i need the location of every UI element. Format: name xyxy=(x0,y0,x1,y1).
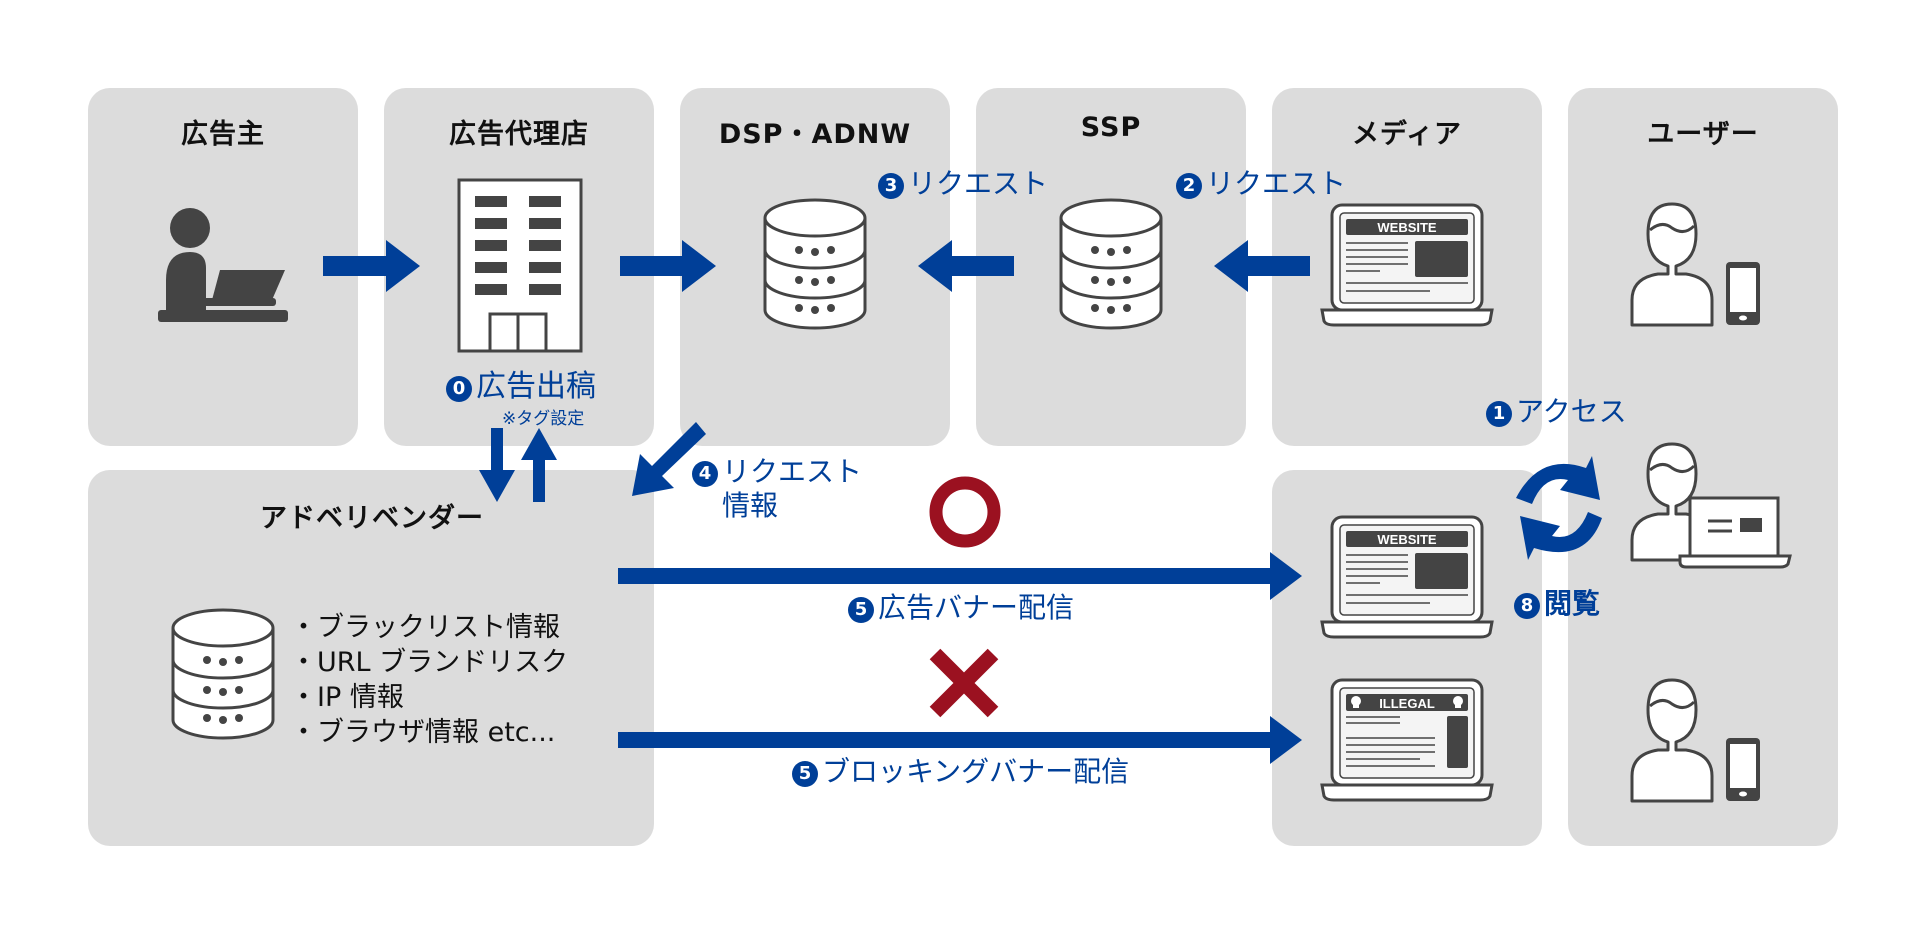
vendor-list-item: ・ブラックリスト情報 xyxy=(290,612,560,643)
arrow-vendor-to-agency xyxy=(521,428,557,502)
arrow-ad-banner-delivery xyxy=(618,552,1302,600)
person-at-laptop-icon xyxy=(158,208,288,322)
database-icon xyxy=(763,198,867,330)
refresh-cycle-icon xyxy=(1516,456,1602,560)
step-text: ブロッキングバナー配信 xyxy=(822,755,1130,788)
step-number-badge: 0 xyxy=(446,376,472,402)
step-4-label-line2: 情報 xyxy=(722,489,779,522)
vendor-list-item: ・URL ブランドリスク xyxy=(290,647,569,678)
office-building-icon xyxy=(457,178,583,353)
step-text: リクエスト xyxy=(1206,167,1347,200)
laptop-illegal-icon: ILLEGAL xyxy=(1320,678,1494,802)
skull-icon xyxy=(1453,696,1463,708)
step-number-badge: 5 xyxy=(848,597,874,623)
user-with-phone-icon xyxy=(1630,678,1760,803)
illegal-label: ILLEGAL xyxy=(1379,696,1435,711)
step-number-badge: 2 xyxy=(1176,173,1202,199)
ok-mark-icon xyxy=(929,476,1001,548)
user-with-phone-icon xyxy=(1630,202,1760,327)
vendor-list-item: ・IP 情報 xyxy=(290,682,404,713)
panel-agency: 広告代理店 xyxy=(384,88,654,446)
step-number-badge: 5 xyxy=(792,761,818,787)
step-text: 広告出稿 xyxy=(476,369,596,404)
panel-advertiser: 広告主 xyxy=(88,88,358,446)
arrow-advertiser-to-agency xyxy=(323,240,420,292)
arrow-ssp-to-dsp xyxy=(918,240,1014,292)
database-icon xyxy=(171,608,275,740)
step-number-badge: 1 xyxy=(1486,401,1512,427)
step-number-badge: 4 xyxy=(692,461,718,487)
step-number-badge: 3 xyxy=(878,173,904,199)
arrow-dsp-to-vendor xyxy=(632,422,706,496)
arrow-media-to-ssp xyxy=(1214,240,1310,292)
column-title-dsp: DSP・ADNW xyxy=(718,119,912,150)
arrow-agency-to-dsp xyxy=(620,240,716,292)
arrow-blocking-banner-delivery xyxy=(618,716,1302,764)
step-text: 広告バナー配信 xyxy=(878,591,1075,624)
panel-user: ユーザー xyxy=(1568,88,1838,846)
skull-icon xyxy=(1351,696,1361,708)
step-text: リクエスト xyxy=(722,455,863,488)
website-label: WEBSITE xyxy=(1377,220,1437,235)
column-title-advertiser: 広告主 xyxy=(181,119,265,150)
vendor-list-item: ・ブラウザ情報 etc... xyxy=(290,717,556,748)
user-with-laptop-icon xyxy=(1630,442,1792,569)
step-text: リクエスト xyxy=(908,167,1049,200)
vendor-data-list: ・ブラックリスト情報 ・URL ブランドリスク ・IP 情報 ・ブラウザ情報 e… xyxy=(290,610,568,750)
column-title-user: ユーザー xyxy=(1647,119,1759,150)
ng-mark-icon xyxy=(929,648,999,718)
database-icon xyxy=(1059,198,1163,330)
column-title-ssp: SSP xyxy=(1080,112,1142,143)
arrow-agency-to-vendor xyxy=(479,428,515,502)
tag-setting-note: ※タグ設定 xyxy=(502,409,585,429)
column-title-media: メディア xyxy=(1351,119,1463,150)
step-number-badge: 8 xyxy=(1514,593,1540,619)
column-title-agency: 広告代理店 xyxy=(449,119,589,150)
step-text: 閲覧 xyxy=(1544,587,1601,620)
laptop-website-icon: WEBSITE xyxy=(1320,203,1494,327)
website-label: WEBSITE xyxy=(1377,532,1437,547)
step-text: アクセス xyxy=(1516,395,1627,428)
vendor-title: アドベリベンダー xyxy=(260,503,484,534)
laptop-website-icon: WEBSITE xyxy=(1320,515,1494,639)
